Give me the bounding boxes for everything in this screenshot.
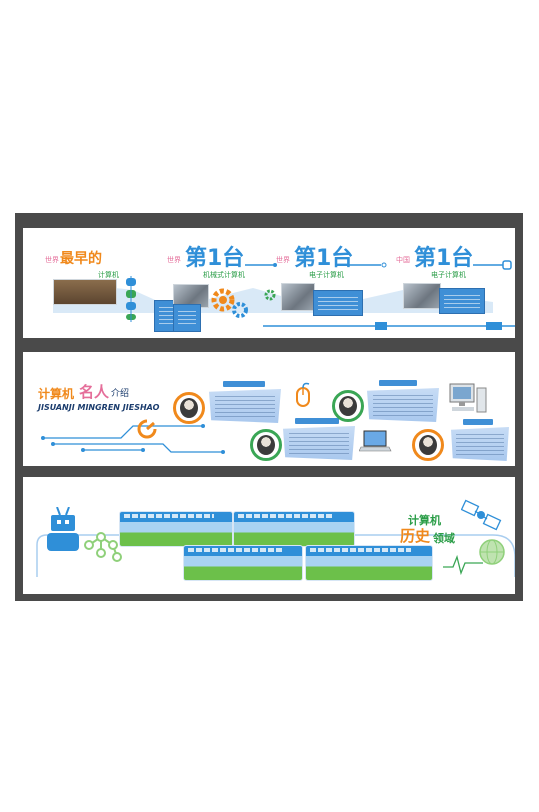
panel-famous-people: 计算机 名人 介绍 JISUANJI MINGREN JIESHAO bbox=[23, 352, 515, 466]
person-2-note bbox=[283, 426, 355, 460]
satellite-icon bbox=[461, 499, 502, 531]
china-info-card bbox=[439, 288, 485, 314]
portrait-4 bbox=[412, 429, 444, 461]
earliest-prefix: 世界 bbox=[45, 256, 59, 264]
mechanical-info-card bbox=[173, 304, 201, 332]
abacus-image bbox=[53, 279, 117, 305]
panel2-decor bbox=[41, 424, 225, 454]
electronic-first: 第1台 bbox=[294, 246, 354, 271]
electronic-suffix: 电子计算机 bbox=[309, 271, 344, 279]
portrait-1 bbox=[173, 392, 205, 424]
person-3-tag bbox=[379, 380, 417, 386]
panel-first-computers: 世界 最早的 计算机 世界 第1台 机械式计算机 世界 第1台 电子计算机 bbox=[23, 228, 515, 338]
small-gear-icon bbox=[264, 289, 276, 301]
mechanical-first: 第1台 bbox=[185, 246, 245, 271]
person-2-tag bbox=[295, 418, 339, 424]
famous-title-a: 计算机 bbox=[38, 387, 75, 401]
mouse-icon bbox=[296, 382, 310, 407]
gear-icon bbox=[211, 288, 248, 318]
panel-history: 计算机 历史 领域 bbox=[23, 477, 515, 594]
earliest-title: 最早的 bbox=[60, 251, 102, 267]
eniac-image bbox=[281, 283, 315, 311]
history-strip-3 bbox=[183, 545, 303, 581]
history-title-b: 历史 bbox=[400, 527, 431, 545]
desktop-computer-icon bbox=[449, 383, 487, 413]
china-suffix: 电子计算机 bbox=[431, 271, 466, 279]
portrait-3 bbox=[332, 390, 364, 422]
power-icon bbox=[137, 419, 157, 439]
electronic-info-card bbox=[313, 290, 363, 316]
person-1-tag bbox=[223, 381, 265, 387]
electronic-prefix: 世界 bbox=[276, 256, 290, 264]
mechanical-suffix: 机械式计算机 bbox=[203, 271, 245, 279]
person-3-note bbox=[367, 388, 439, 422]
mechanical-prefix: 世界 bbox=[167, 256, 181, 264]
molecule-icon bbox=[84, 532, 122, 562]
history-strip-2 bbox=[233, 511, 355, 547]
laptop-icon bbox=[359, 430, 392, 452]
china-prefix: 中国 bbox=[396, 256, 410, 264]
history-strip-4 bbox=[305, 545, 433, 581]
famous-pinyin: JISUANJI MINGREN JIESHAO bbox=[38, 403, 160, 412]
portrait-2 bbox=[250, 429, 282, 461]
robot-icon bbox=[47, 507, 79, 551]
abacus-beads-icon bbox=[126, 276, 136, 322]
famous-title-b: 名人 bbox=[79, 383, 110, 401]
history-title-a: 计算机 bbox=[408, 514, 441, 527]
display-frame: 世界 最早的 计算机 世界 第1台 机械式计算机 世界 第1台 电子计算机 bbox=[15, 213, 523, 601]
china-computer-image bbox=[403, 283, 441, 309]
history-title-c: 领域 bbox=[433, 532, 455, 545]
earliest-suffix: 计算机 bbox=[98, 271, 119, 279]
china-first: 第1台 bbox=[414, 246, 474, 271]
globe-icon bbox=[479, 539, 505, 565]
person-4-note bbox=[451, 427, 509, 461]
history-strip-1 bbox=[119, 511, 233, 547]
person-1-note bbox=[209, 389, 281, 423]
person-4-tag bbox=[463, 419, 493, 425]
famous-title-c: 介绍 bbox=[111, 389, 130, 399]
